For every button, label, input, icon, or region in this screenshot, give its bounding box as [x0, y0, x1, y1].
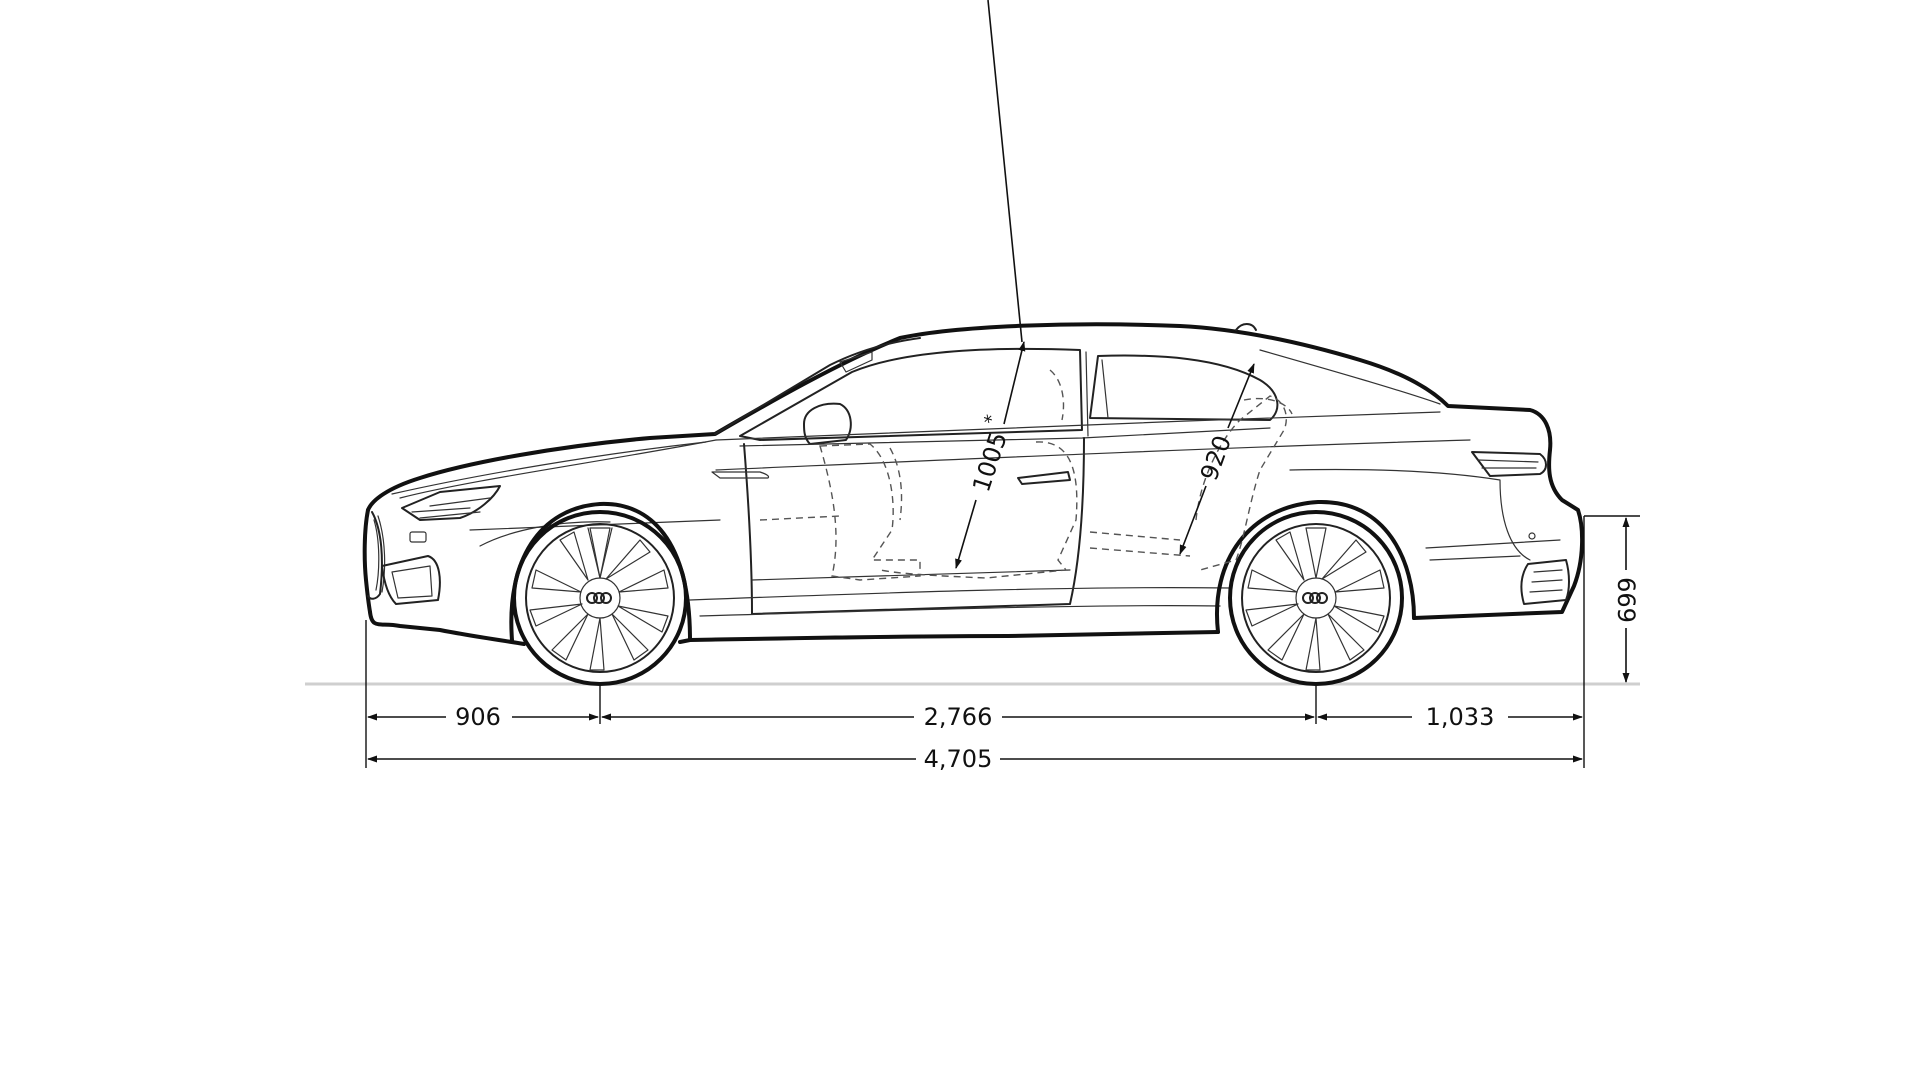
car-outline-lower: [678, 630, 1220, 644]
side-mirror: [803, 402, 852, 445]
rear-headroom-dimension: 920: [1179, 363, 1255, 555]
car-front-lower: [368, 610, 526, 646]
rear-seat: [1195, 395, 1288, 571]
front-overhang-dimension: 906: [367, 703, 599, 731]
rear-wheel-arch: [1215, 499, 1416, 634]
front-overhang-label: 906: [455, 703, 501, 731]
front-side-window: [739, 347, 1083, 441]
driver-seat: [879, 441, 1078, 579]
headlight: [401, 485, 501, 521]
door-outline: [743, 437, 1085, 615]
rear-wheel-badge: [1302, 592, 1328, 604]
front-wheel: [512, 510, 688, 686]
front-intake: [381, 555, 441, 605]
front-grille: [367, 511, 383, 600]
tail-light: [1471, 451, 1547, 477]
overall-length-dimension: 4,705: [367, 745, 1583, 773]
front-headroom-label: 1005: [967, 429, 1013, 496]
rear-wheel: [1228, 510, 1404, 686]
rear-headroom-label: 920: [1195, 432, 1237, 485]
rear-overhang-dimension: 1,033: [1317, 703, 1583, 731]
front-headroom-dimension: 1005 *: [955, 0, 1026, 569]
car-front-face: [362, 508, 372, 614]
wheelbase-label: 2,766: [924, 703, 993, 731]
wheelbase-dimension: 2,766: [601, 703, 1315, 731]
overall-length-label: 4,705: [924, 745, 993, 773]
rear-side-window: [1089, 354, 1279, 421]
front-seat: [819, 443, 921, 581]
load-sill-height-label: 669: [1612, 577, 1640, 623]
rear-overhang-label: 1,033: [1426, 703, 1495, 731]
front-wheel-badge: [586, 592, 612, 604]
car-outline-upper: [366, 322, 1585, 620]
car-body: [362, 322, 1585, 646]
rear-diffuser: [1520, 559, 1570, 605]
load-sill-height-dimension: 669: [1612, 517, 1640, 683]
front-headroom-note: *: [980, 412, 1003, 427]
door-handle: [1017, 471, 1071, 485]
